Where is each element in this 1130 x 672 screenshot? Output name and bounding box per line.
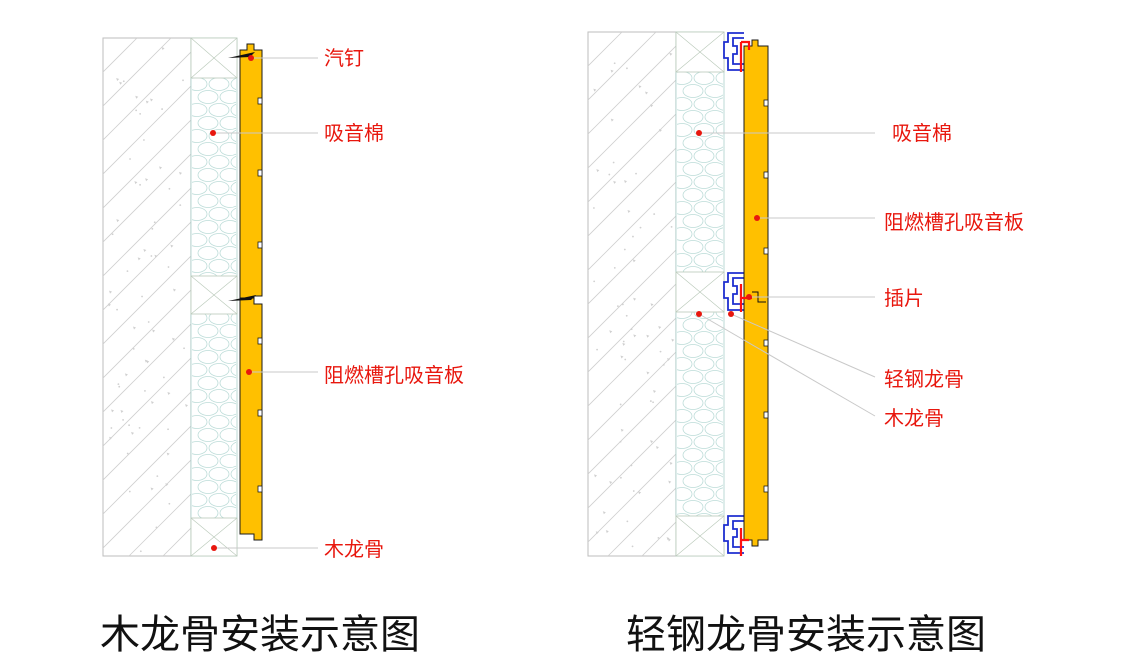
left-leaders	[210, 55, 318, 551]
label-light-steel-keel: 轻钢龙骨	[884, 367, 964, 391]
left-air-nails	[228, 52, 256, 301]
label-acoustic-panel-right: 阻燃槽孔吸音板	[884, 210, 1024, 234]
caption-wood-keel-install: 木龙骨安装示意图	[100, 612, 420, 658]
right-concrete-wall	[587, 31, 677, 557]
right-wood-keels	[675, 31, 725, 557]
label-sound-cotton: 吸音棉	[324, 121, 384, 145]
right-diagram: 吸音棉 阻燃槽孔吸音板 插片 轻钢龙骨 木龙骨 轻钢龙骨安装示意图	[587, 31, 1024, 658]
right-acoustic-panel	[743, 39, 769, 547]
right-light-steel-keels	[723, 32, 744, 554]
right-leaders	[696, 130, 876, 417]
left-insulation-layer	[190, 37, 238, 557]
label-wood-keel: 木龙骨	[324, 537, 384, 561]
left-diagram: 汽钉 吸音棉 阻燃槽孔吸音板 木龙骨 木龙骨安装示意图	[100, 37, 464, 658]
label-sound-cotton-right: 吸音棉	[892, 121, 952, 145]
left-concrete-wall	[102, 37, 192, 557]
caption-steel-keel-install: 轻钢龙骨安装示意图	[626, 612, 986, 658]
label-acoustic-panel: 阻燃槽孔吸音板	[324, 363, 464, 387]
label-air-nail: 汽钉	[324, 46, 364, 70]
label-wood-keel-right: 木龙骨	[884, 406, 944, 430]
label-insert-clip: 插片	[884, 286, 924, 310]
left-acoustic-panels	[239, 43, 263, 541]
